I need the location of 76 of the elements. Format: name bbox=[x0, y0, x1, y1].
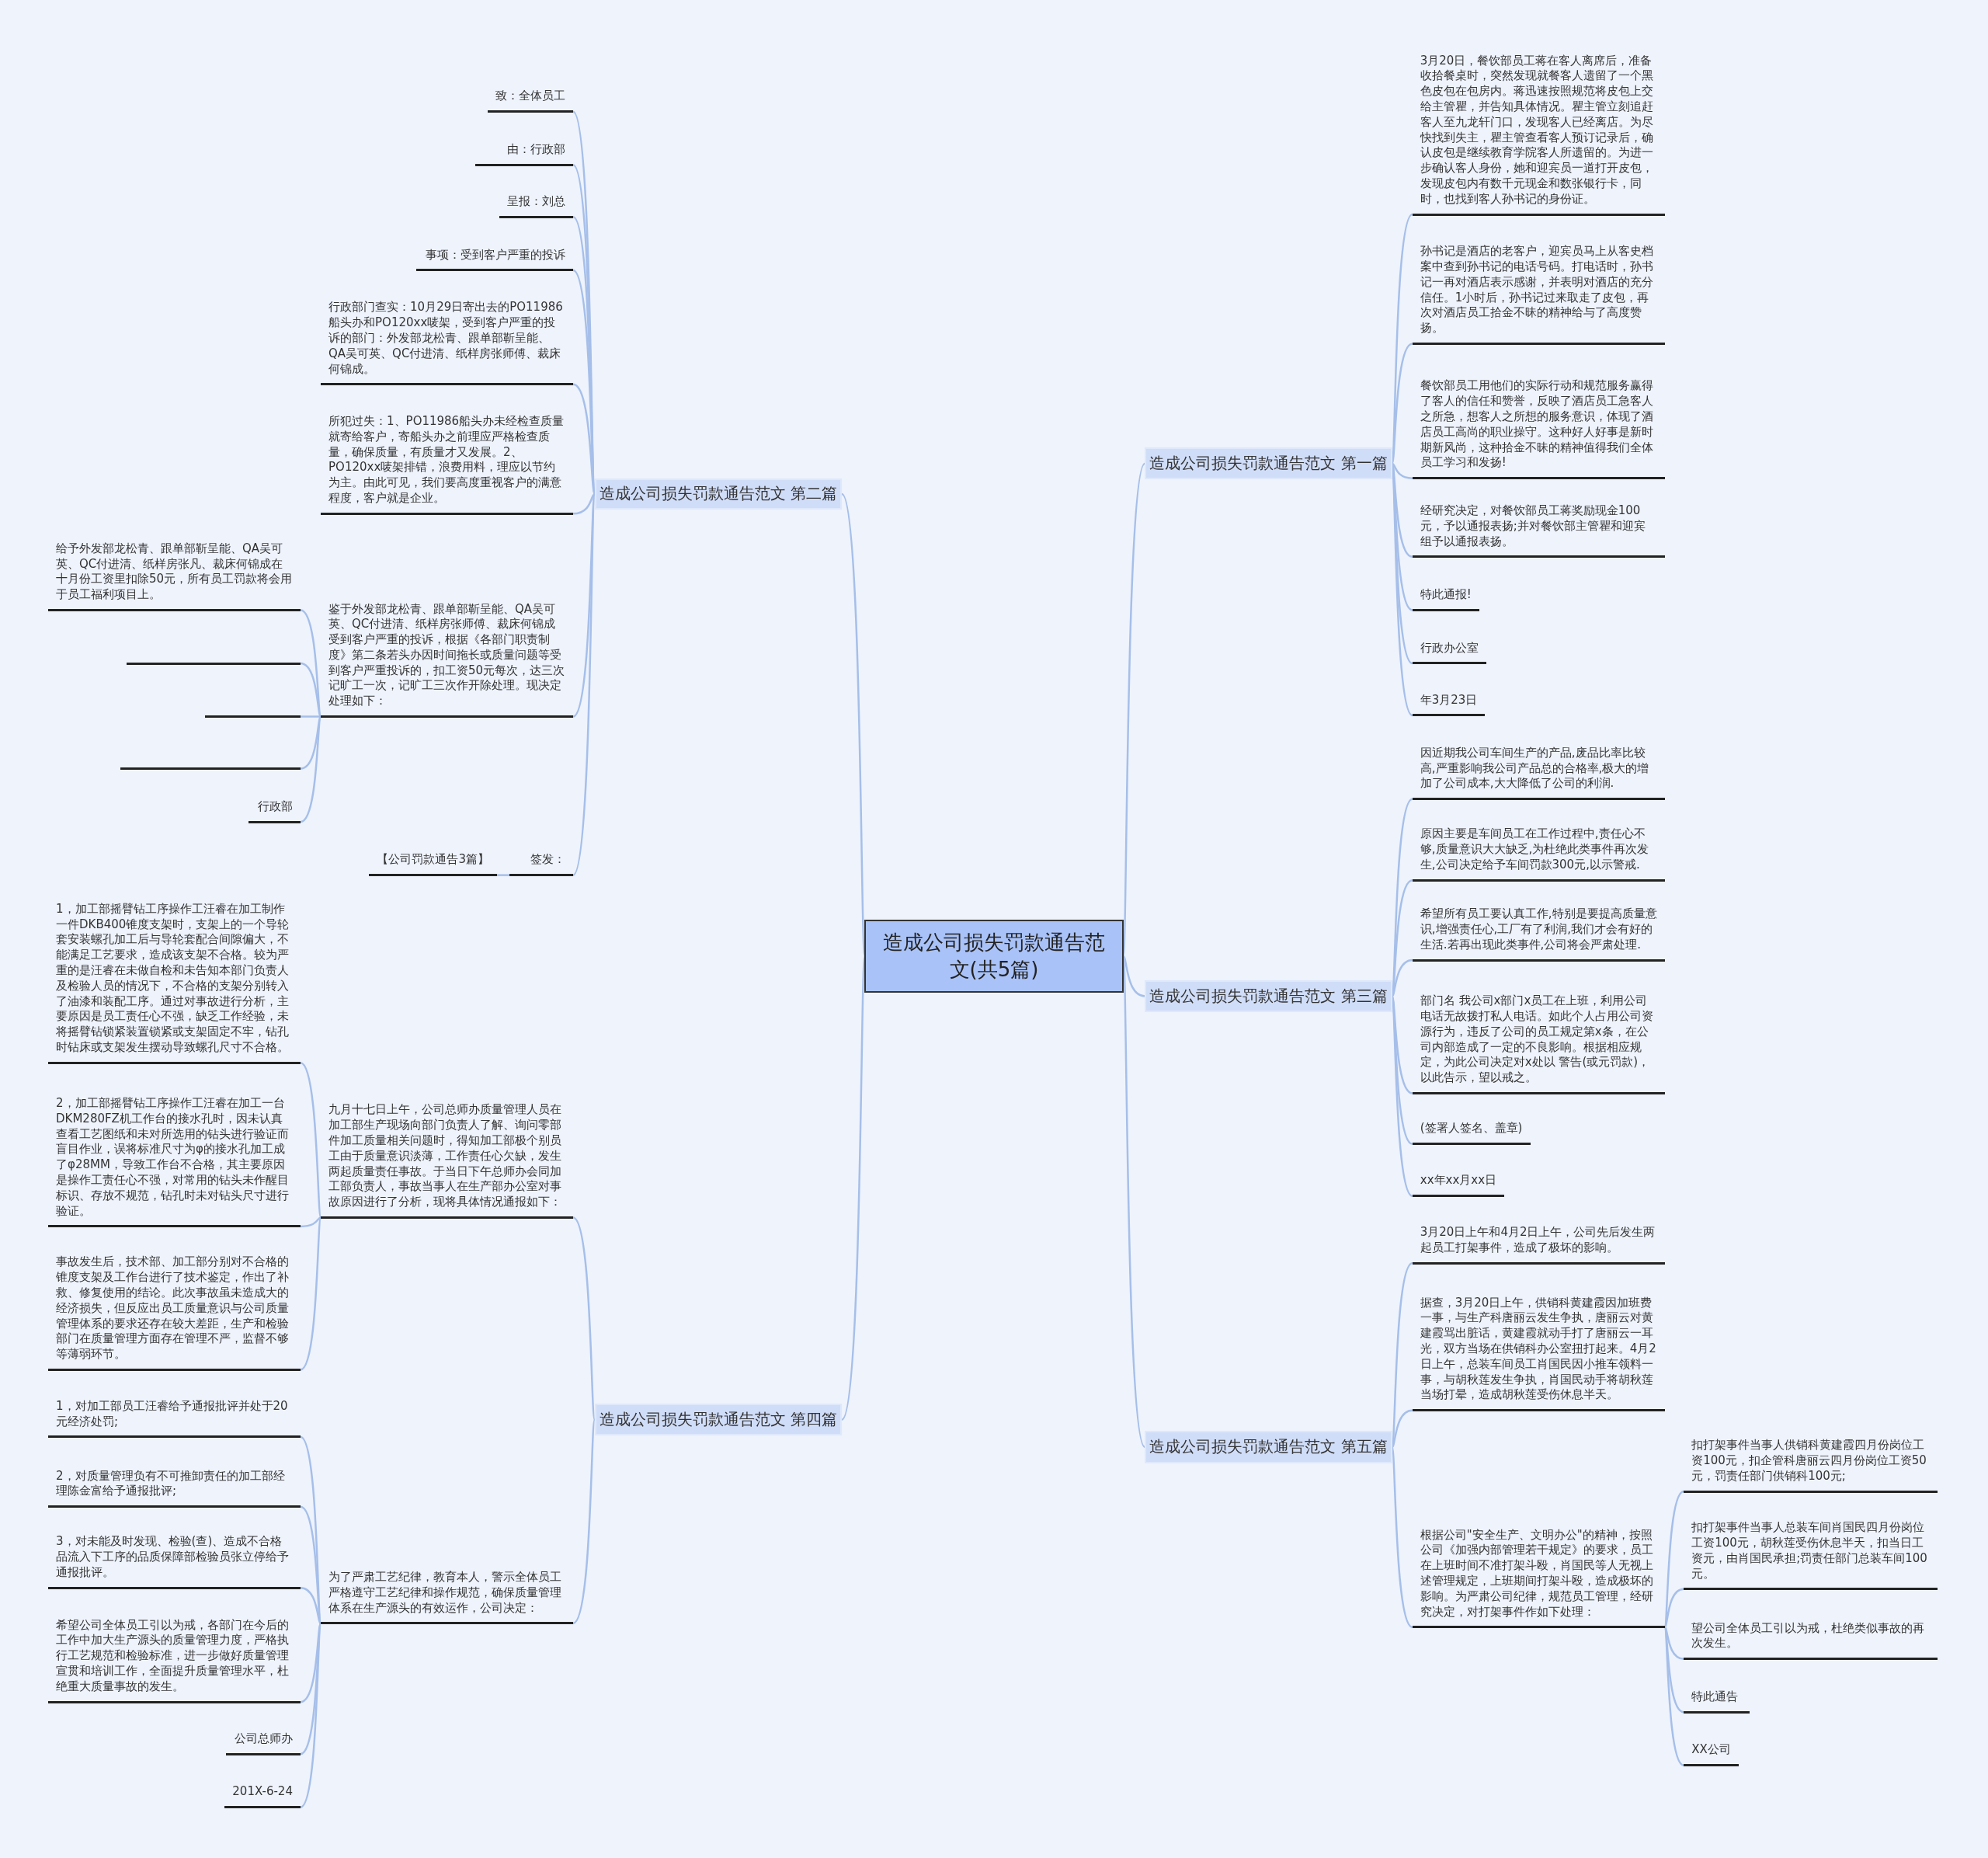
topic-text: 鉴于外发部龙松青、跟单部靳呈能、QA吴可英、QC付进清、纸样房张师傅、裁床何锦成受到客户严重的投诉，根据《各部门职责制度》第二条若头办因时间拖长或质量问题等受到客户严重投诉的，扣工资50元每次，达三次记旷工一次，记旷工三次作开除处理。现决定处理如下： bbox=[321, 596, 573, 718]
topic-text: 特此通告 bbox=[1684, 1684, 1750, 1714]
topic-text: xx年xx月xx日 bbox=[1412, 1170, 1505, 1198]
branch-topic-box: 造成公司损失罚款通告范文 第五篇 bbox=[1145, 1430, 1392, 1464]
topic-text: 3，对未能及时发现、检验(查)、造成不合格品流入下工序的品质保障部检验员张立停给予通报批评。 bbox=[48, 1528, 301, 1589]
topic-text: 致：全体员工 bbox=[487, 85, 573, 113]
branch-topic-box: 造成公司损失罚款通告范文 第二篇 bbox=[594, 478, 843, 510]
topic-text: 经研究决定，对餐饮部员工蒋奖励现金100元，予以通报表扬;并对餐饮部主管瞿和迎宾组予以通报表扬。 bbox=[1412, 498, 1665, 558]
topic-text: 为了严肃工艺纪律，教育本人，警示全体员工严格遵守工艺纪律和操作规范，确保质量管理体系在生产源头的有效运作，公司决定： bbox=[321, 1562, 573, 1625]
connector-line bbox=[300, 716, 322, 823]
topic-text: 扣打架事件当事人总装车间肖国民四月份岗位工资100元，胡秋莲受伤休息半天，扣当日工资元，由肖国民承担;罚责任部门总装车间100元。 bbox=[1684, 1516, 1938, 1591]
connector-line bbox=[1663, 1588, 1684, 1628]
connector-line bbox=[1663, 1627, 1684, 1660]
connector-line bbox=[300, 1062, 322, 1218]
connector-line bbox=[1391, 996, 1413, 1145]
topic-text: 年3月23日 bbox=[1412, 686, 1486, 717]
topic-text: 公司总师办 bbox=[225, 1724, 301, 1755]
topic-text: 因近期我公司车间生产的产品,废品比率比较高,严重影响我公司产品总的合格率,极大的增加了公司成本,大大降低了公司的利润. bbox=[1412, 739, 1665, 801]
topic-text: 【公司罚款通告3篇】 bbox=[369, 847, 497, 877]
branch-topic-box: 造成公司损失罚款通告范文 第四篇 bbox=[594, 1404, 843, 1436]
connector-line bbox=[1391, 343, 1413, 464]
topic-text: 2，对质量管理负有不可推卸责任的加工部经理陈金富给予通报批评; bbox=[48, 1460, 301, 1508]
topic-text: 孙书记是酒店的老客户，迎宾员马上从客史档案中查到孙书记的电话号码。打电话时，孙书记一再对酒店表示感谢，并表明对酒店的充分信任。1小时后，孙书记过来取走了皮包，再次对酒店员工拾金不昧的精神给与了高度赞扬。 bbox=[1412, 241, 1665, 346]
topic-text: 给予外发部龙松青、跟单部靳呈能、QA吴可英、QC付进清、纸样房张凡、裁床何锦成在十月份工资里扣除50元，所有员工罚款将会用于员工福利项目上。 bbox=[48, 538, 301, 611]
topic-text: 行政部门查实：10月29日寄出去的PO11986船头办和PO120xx唛架，受到客户严重的投诉的部门：外发部龙松青、跟单部靳呈能、QA吴可英、QC付进清、纸样房张师傅、裁床何锦成。 bbox=[321, 294, 573, 386]
topic-text: 行政部 bbox=[248, 792, 301, 823]
topic-text: 原因主要是车间员工在工作过程中,责任心不够,质量意识大大缺乏,为杜绝此类事件再次发生,公司决定给予车间罚款300元,以示警戒. bbox=[1412, 823, 1665, 882]
topic-text: 2，加工部摇臂钻工序操作工汪睿在加工一台DKM280FZ机工作台的接水孔时，因未认真查看工艺图纸和未对所选用的钻头进行验证而盲目作业，误将标准尺寸为φ的接水孔加工成了φ28MM，导致工作台不合格，其主要原因是操作工责任心不强，对常用的钻头未作醒目标识、存放不规范，钻孔时未对钻头尺寸进行验证。 bbox=[48, 1087, 301, 1228]
connector-line bbox=[497, 874, 510, 876]
topic-text: 由：行政部 bbox=[475, 137, 573, 166]
branch-topic-box: 造成公司损失罚款通告范文 第一篇 bbox=[1145, 447, 1392, 480]
topic-text: 部门名 我公司x部门x员工在上班，利用公司电话无故拨打私人电话。如此个人占用公司资源行为，违反了公司的员工规定第x条，在公司内部造成了一定的不良影响。根据相应规定，为此公司决定对x处以 警告(或元罚款)，以此告示，望以戒之。 bbox=[1412, 989, 1665, 1094]
topic-text: 据查，3月20日上午，供销科黄建霞因加班费一事，与生产科唐丽云发生争执，唐丽云对黄建霞骂出脏话，黄建霞就动手打了唐丽云一耳光，双方当场在供销科办公室扭打起来。4月2日上午，总装车间员工肖国民因小推车领料一事，与胡秋莲发生争执，肖国民动手将胡秋莲当场打晕，造成胡秋莲受伤休息半天。 bbox=[1412, 1289, 1665, 1412]
topic-text: 事项：受到客户严重的投诉 bbox=[415, 242, 573, 272]
connector-line bbox=[572, 1216, 596, 1420]
topic-text: (签署人签名、盖章) bbox=[1412, 1117, 1531, 1146]
topic-text: 呈报：刘总 bbox=[499, 189, 573, 218]
connector-line bbox=[1391, 996, 1413, 1094]
topic-text: 希望所有员工要认真工作,特别是要提高质量意识,增强责任心,工厂有了利润,我们才会有好的生活.若再出现此类事件,公司将会严肃处理. bbox=[1412, 904, 1665, 962]
topic-text: 行政办公室 bbox=[1412, 634, 1486, 665]
connector-line bbox=[572, 1419, 596, 1624]
topic-text: 事故发生后，技术部、加工部分别对不合格的锥度支架及工作台进行了技术鉴定，作出了补救、修复使用的结论。此次事故虽未造成大的经济损失，但反应出员工质量意识与公司质量管理体系的要求还存在较大差距，生产和检验部门在质量管理方面存在管理不严，监督不够等薄弱环节。 bbox=[48, 1246, 301, 1371]
connector-line bbox=[300, 715, 321, 718]
connector-line bbox=[1122, 955, 1145, 997]
topic-text: 所犯过失：1、PO11986船头办未经检查质量就寄给客户，寄船头办之前理应严格检查质量，确保质量，有质量才又发展。2、PO120xx唛架排错，浪费用料，理应以节约为主。由此可见，我们要高度重视客户的满意程度，客户就是企业。 bbox=[321, 408, 573, 515]
connector-line bbox=[300, 716, 322, 770]
connector-line bbox=[1391, 1409, 1413, 1448]
topic-text: 201X-6-24 bbox=[224, 1777, 301, 1809]
topic-text: 扣打架事件当事人供销科黄建霞四月份岗位工资100元，扣企管科唐丽云四月份岗位工资50元，罚责任部门供销科100元; bbox=[1684, 1434, 1938, 1493]
connector-line bbox=[1391, 462, 1413, 479]
topic-text: 3月20日上午和4月2日上午，公司先后发生两起员工打架事件，造成了极坏的影响。 bbox=[1412, 1222, 1665, 1265]
topic-text: 1，加工部摇臂钻工序操作工汪睿在加工制作一件DKB400锥度支架时，支架上的一个导轮套安装螺孔加工后与导轮套配合间隙偏大，不能满足工艺要求，造成该支架不合格。较为严重的是汪睿在未做自检和未告知本部门负责人及检验人员的情况下，不合格的支架分别转入了油漆和装配工序。通过对事故进行分析，主要原因是员工责任心不强，缺乏工作经验，未将摇臂钻锁紧装置锁紧或支架固定不牢，钻孔时钻床或支架发生摆动导致螺孔尺寸不合格。 bbox=[48, 896, 301, 1064]
topic-text: 特此通报! bbox=[1412, 582, 1480, 611]
topic-text: 九月十七日上午，公司总师办质量管理人员在加工部生产现场向部门负责人了解、询问零部件加工质量相关问题时，得知加工部极个别员工由于质量意识淡薄，工作责任心欠缺，发生两起质量责任事故。于当日下午总师办会同加工部负责人，事故当事人在生产部办公室对事故原因进行了分析，现将具体情况通报如下： bbox=[321, 1097, 573, 1219]
topic-text: 望公司全体员工引以为戒，杜绝类似事故的再次发生。 bbox=[1684, 1616, 1938, 1661]
topic-text: 1，对加工部员工汪睿给予通报批评并处于20元经济处罚; bbox=[48, 1394, 301, 1439]
connector-line bbox=[1663, 1627, 1684, 1766]
topic-text: 希望公司全体员工引以为戒，各部门在今后的工作中加大生产源头的质量管理力度，严格执行工艺规范和检验标准，进一步做好质量管理宣贯和培训工作，全面提升质量管理水平，杜绝重大质量事故的发生。 bbox=[48, 1610, 301, 1703]
connector-line bbox=[300, 1216, 321, 1228]
topic-text: 签发： bbox=[509, 847, 573, 877]
central-topic-box: 造成公司损失罚款通告范文(共5篇) bbox=[864, 919, 1124, 993]
connector-line bbox=[572, 383, 596, 495]
connector-line bbox=[300, 1623, 322, 1808]
connector-line bbox=[1663, 1627, 1684, 1714]
connector-line bbox=[572, 493, 596, 515]
topic-text: 3月20日，餐饮部员工蒋在客人离席后，准备收拾餐桌时，突然发现就餐客人遗留了一个黑色皮包在包房内。蒋迅速按照规范将皮包上交给主管瞿，并告知具体情况。瞿主管立刻追赶客人至九龙轩门口，发现客人已经离店。为尽快找到失主，瞿主管查看客人预订记录后，确认皮包是继续教育学院客人所遗留的。为进一步确认客人身份，她和迎宾员一道打开皮包，发现皮包内有数千元现金和数张银行卡，同时，也找到客人孙书记的身份证。 bbox=[1412, 50, 1665, 216]
connector-line bbox=[300, 1217, 322, 1371]
connector-line bbox=[300, 662, 322, 718]
branch-topic-box: 造成公司损失罚款通告范文 第三篇 bbox=[1145, 980, 1392, 1012]
connector-line bbox=[1391, 1446, 1413, 1628]
connector-line bbox=[300, 1623, 322, 1703]
connector-line bbox=[300, 1586, 322, 1624]
connector-line bbox=[1391, 959, 1413, 997]
topic-text: 餐饮部员工用他们的实际行动和规范服务赢得了客人的信任和赞誉，反映了酒店员工急客人之所急，想客人之所想的服务意识，体现了酒店员工高尚的职业操守。这种好人好事是新时期新风尚，这种拾金不昧的精神值得我们全体员工学习和发扬! bbox=[1412, 370, 1665, 480]
topic-text: 根据公司"安全生产、文明办公"的精神，按照公司《加强内部管理若干规定》的要求，员工在上班时间不准打架斗殴，肖国民等人无视上述管理规定，上班期间打架斗殴，造成极坏的影响。为严肃公司纪律，规范员工管理，经研究决定，对打架事件作如下处理： bbox=[1412, 1524, 1665, 1629]
topic-text: XX公司 bbox=[1684, 1737, 1739, 1767]
